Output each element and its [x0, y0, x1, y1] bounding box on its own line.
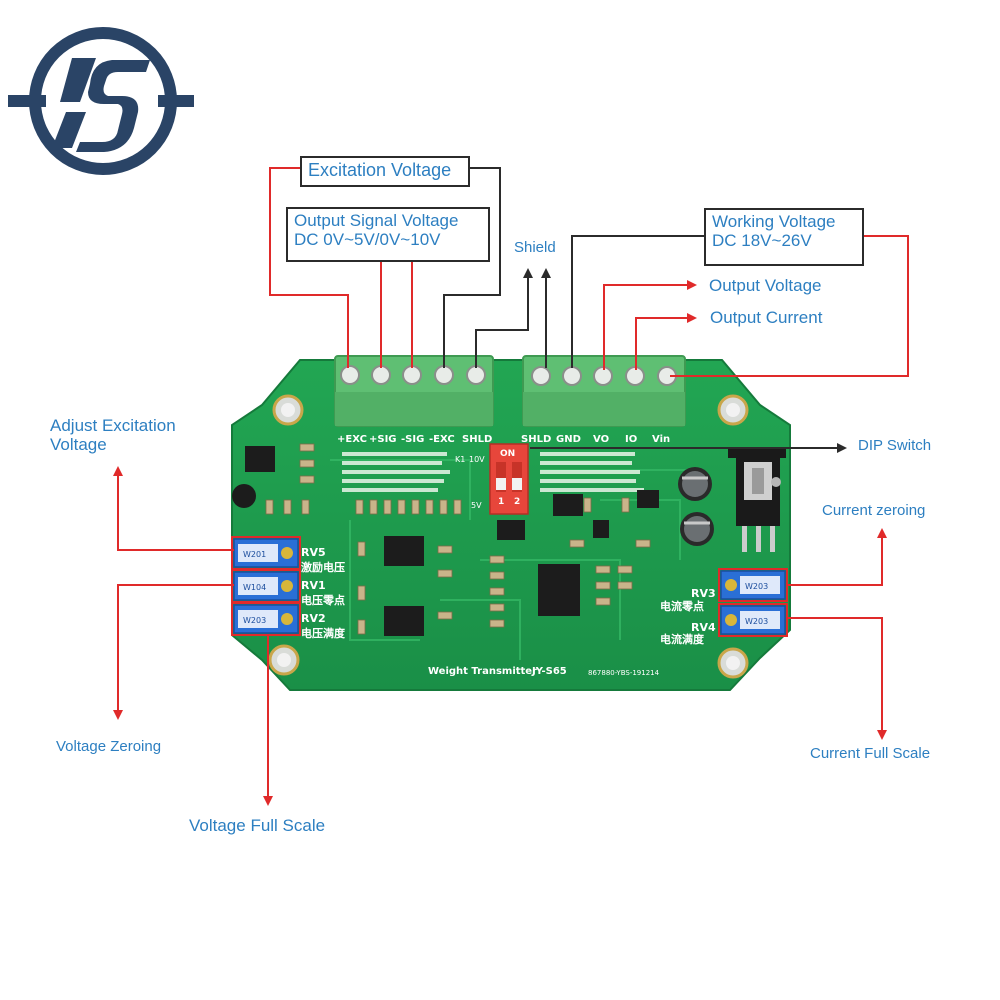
right-terminal-block	[522, 355, 686, 427]
board-serial: 867880-YBS-191214	[588, 669, 660, 677]
callout-voltage-full-scale: Voltage Full Scale	[189, 816, 326, 835]
pcb-board: +EXC +SIG -SIG -EXC SHLD SHLD GND VO IO …	[231, 355, 791, 691]
working-voltage-title: Working Voltage	[712, 212, 836, 231]
pot-code-rv3: W203	[745, 582, 768, 591]
silk-notes-right	[540, 452, 644, 492]
terminal-label-io: IO	[625, 434, 637, 445]
callout-shield: Shield	[514, 239, 556, 256]
is-logo	[8, 27, 194, 175]
transistor	[232, 484, 256, 508]
pot-ref-rv5: RV5	[301, 546, 326, 559]
pot-code-rv1: W104	[243, 583, 266, 592]
voltage-regulator	[728, 448, 786, 552]
terminal-label-shld-right: SHLD	[521, 434, 551, 445]
smd-parts	[265, 443, 651, 635]
callout-output-current: Output Current	[710, 308, 823, 327]
board-name: Weight Transmitter	[428, 666, 537, 677]
potentiometer-rv4	[720, 605, 786, 635]
callout-current-zeroing: Current zeroing	[822, 502, 926, 519]
pot-cn-rv5: 激励电压	[301, 560, 345, 574]
pot-code-rv5: W201	[243, 550, 266, 559]
dip-k1-label: K1	[455, 455, 465, 464]
terminal-label-vo: VO	[593, 434, 609, 445]
callout-working-voltage: Working Voltage DC 18V~26V	[704, 208, 864, 266]
adjust-excitation-line2: Voltage	[50, 435, 107, 455]
mounting-hole	[717, 394, 749, 426]
electrolytic-capacitor	[678, 467, 712, 501]
silk-notes-left	[342, 452, 450, 492]
mounting-hole	[272, 394, 304, 426]
terminal-label-plus-exc: +EXC	[337, 434, 367, 445]
electrolytic-capacitor	[680, 512, 714, 546]
pot-cn-rv2: 电压满度	[301, 626, 346, 640]
black-callout-lines	[443, 167, 847, 453]
dip-switch: ON 1 2	[489, 443, 529, 515]
callout-excitation-voltage: Excitation Voltage	[300, 156, 470, 187]
callout-dip-switch: DIP Switch	[858, 437, 932, 454]
left-terminal-block	[334, 355, 494, 427]
potentiometer-rv1	[233, 571, 299, 601]
pot-ref-rv4: RV4	[691, 621, 716, 634]
potentiometer-rv5	[233, 538, 299, 568]
working-voltage-range: DC 18V~26V	[712, 231, 812, 251]
output-signal-voltage-title: Output Signal Voltage	[294, 211, 459, 230]
adjust-excitation-line1: Adjust Excitation	[50, 416, 176, 435]
mounting-hole	[717, 647, 749, 679]
terminal-label-minus-sig: -SIG	[401, 434, 424, 445]
excitation-voltage-text: Excitation Voltage	[308, 160, 452, 180]
terminal-label-gnd: GND	[556, 434, 581, 445]
pot-code-rv2: W203	[243, 616, 266, 625]
pot-ref-rv1: RV1	[301, 579, 326, 592]
dip-num-1: 1	[498, 497, 504, 507]
pot-cn-rv3: 电流零点	[660, 599, 704, 613]
dip-5v-label: 5V	[471, 501, 482, 510]
terminal-silk-right: SHLD GND VO IO Vin	[521, 434, 670, 445]
board-model: JY-S65	[531, 666, 567, 677]
pot-cn-rv1: 电压零点	[301, 593, 345, 607]
red-callout-lines	[113, 167, 909, 806]
ic-chips	[245, 446, 659, 636]
callout-voltage-zeroing: Voltage Zeroing	[56, 738, 162, 755]
potentiometer-rv2	[233, 604, 299, 634]
terminal-label-plus-sig: +SIG	[369, 434, 397, 445]
terminal-label-vin: Vin	[652, 434, 670, 445]
dip-num-2: 2	[514, 497, 520, 507]
dip-on-label: ON	[500, 449, 515, 459]
terminal-label-minus-exc: -EXC	[429, 434, 455, 445]
callout-output-voltage: Output Voltage	[709, 276, 822, 295]
callout-current-full-scale: Current Full Scale	[810, 745, 931, 762]
callout-output-signal-voltage: Output Signal Voltage DC 0V~5V/0V~10V	[286, 207, 490, 262]
terminal-silk-left: +EXC +SIG -SIG -EXC SHLD	[337, 434, 492, 445]
output-signal-voltage-range: DC 0V~5V/0V~10V	[294, 230, 441, 250]
potentiometer-rv3	[720, 570, 786, 600]
terminal-label-shld-left: SHLD	[462, 434, 492, 445]
pot-cn-rv4: 电流满度	[660, 632, 705, 646]
pot-ref-rv2: RV2	[301, 612, 326, 625]
pot-ref-rv3: RV3	[691, 587, 716, 600]
mounting-hole	[268, 644, 300, 676]
callout-adjust-excitation: Adjust Excitation Voltage	[50, 416, 176, 454]
dip-10v-label: 10V	[469, 455, 485, 464]
pot-code-rv4: W203	[745, 617, 768, 626]
